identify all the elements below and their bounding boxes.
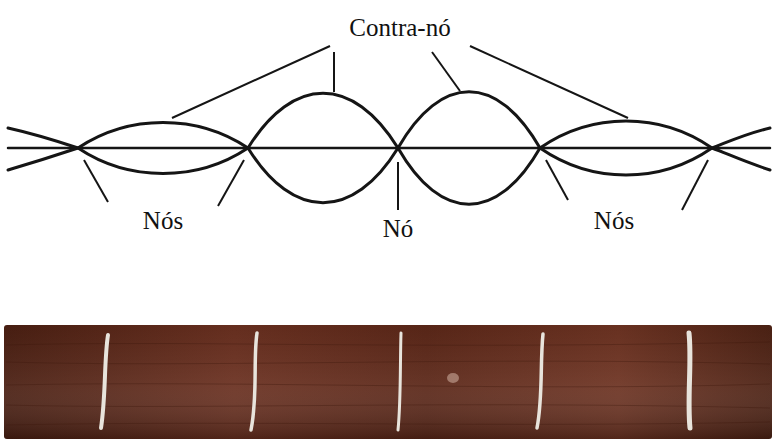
sand-line bbox=[101, 335, 108, 428]
leader-line bbox=[432, 52, 460, 91]
sand-spot bbox=[447, 373, 459, 383]
wave-loop bbox=[398, 92, 540, 205]
wave-end-right bbox=[712, 128, 770, 170]
wood-grain bbox=[6, 342, 770, 425]
leader-line bbox=[682, 160, 708, 210]
sand-line bbox=[398, 333, 401, 430]
node-label: Nó bbox=[383, 216, 414, 241]
leader-line bbox=[218, 160, 244, 206]
sand-line bbox=[251, 333, 257, 430]
leader-line bbox=[84, 160, 108, 202]
wave-loop bbox=[540, 121, 712, 175]
wave-curves bbox=[8, 92, 770, 205]
leader-line bbox=[333, 52, 335, 92]
wave-end-left bbox=[8, 128, 78, 170]
wooden-bar-shade bbox=[4, 325, 772, 439]
antinode-label: Contra-nó bbox=[349, 15, 450, 40]
sand-line bbox=[537, 334, 543, 428]
rest-line bbox=[8, 147, 770, 150]
sand-line bbox=[689, 333, 690, 428]
wooden-bar-photo bbox=[4, 325, 772, 439]
leader-lines bbox=[84, 46, 708, 210]
wave-loop bbox=[248, 93, 398, 203]
leader-line bbox=[470, 46, 628, 118]
wave-loop bbox=[78, 123, 248, 174]
node-label: Nós bbox=[143, 208, 183, 233]
sand-lines bbox=[101, 333, 690, 430]
wooden-bar bbox=[4, 325, 772, 439]
node-label: Nós bbox=[594, 208, 634, 233]
leader-line bbox=[397, 162, 399, 210]
leader-line bbox=[172, 46, 330, 118]
leader-line bbox=[546, 160, 568, 200]
